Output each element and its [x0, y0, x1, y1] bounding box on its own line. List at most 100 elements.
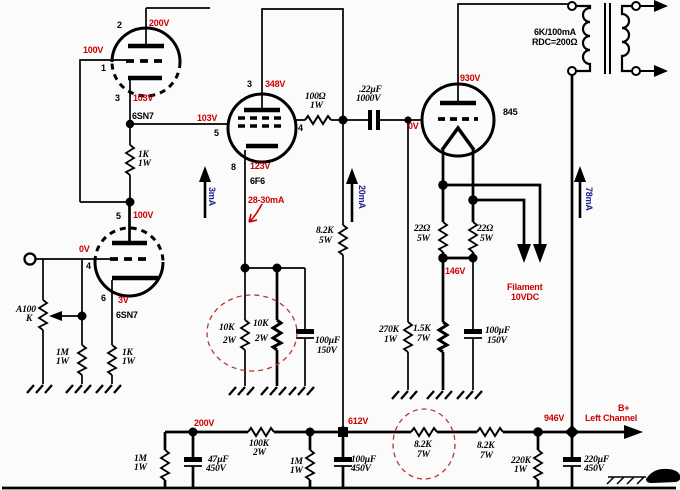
r1md-value: 1M: [290, 457, 303, 467]
c22-volt: 1000V: [356, 94, 381, 104]
pin-8-6f6: 8: [231, 162, 236, 172]
r1mc-watt: 1W: [134, 463, 147, 473]
pin-1: 1: [101, 63, 106, 73]
transformer-spec-2: RDC=200Ω: [532, 37, 578, 47]
r100-watt: 1W: [310, 101, 323, 111]
bplus-label: B+: [618, 403, 630, 413]
red-annotations: [206, 203, 456, 480]
r22a-watt: 5W: [417, 234, 430, 244]
voltage-cath1: 103V: [133, 93, 154, 103]
tube-label-6sn7b: 6SN7: [116, 310, 138, 320]
transformer-spec-1: 6K/100mA: [534, 27, 576, 37]
current-20ma: 20mA: [357, 185, 367, 209]
r1kb-watt: 1W: [122, 357, 135, 367]
voltage-cath-6f6: 123V: [250, 161, 271, 171]
r100k-watt: 2W: [253, 448, 266, 458]
r8k2a-watt: 7W: [417, 450, 430, 460]
r8k2mid-watt: 5W: [319, 236, 332, 246]
capacitors: [184, 110, 581, 467]
junction-dots: [77, 115, 579, 439]
mouse-doodle: [606, 468, 680, 485]
pin-6b: 6: [101, 293, 106, 303]
c47-value: 47µF: [208, 455, 229, 465]
resistors: [38, 115, 543, 481]
c100b-volt: 450V: [351, 464, 371, 474]
voltage-b200: 200V: [194, 418, 215, 428]
voltage-cath2: 3V: [118, 295, 129, 305]
tube-845: [420, 82, 496, 158]
tube-6sn7-upper: [110, 26, 182, 98]
signal-wires: [36, 3, 568, 426]
c47-volt: 450V: [206, 464, 226, 474]
c220-value: 220µF: [584, 455, 610, 465]
voltage-plate-6f6: 348V: [265, 79, 286, 89]
channel-label: Left Channel: [585, 413, 638, 423]
r1mc-value: 1M: [134, 454, 147, 464]
r22b-watt: 5W: [480, 234, 493, 244]
r1k5-watt: 7W: [417, 334, 430, 344]
filament-label-1: Filament: [507, 282, 543, 292]
pin-2: 2: [117, 20, 122, 30]
r8k2b-value: 8.2K: [477, 441, 495, 451]
ground-symbols: [25, 383, 484, 401]
voltage-grid2: 0V: [79, 244, 90, 254]
r10kb-watt: 2W: [255, 334, 268, 344]
c220-volt: 450V: [584, 464, 604, 474]
tube-6f6: [226, 92, 298, 164]
voltage-b612: 612V: [348, 416, 369, 426]
r10ka-value: 10K: [219, 323, 235, 333]
voltage-grid-845: 0V: [408, 121, 419, 131]
tube-6sn7-lower: [93, 202, 165, 298]
pin-4-6f6: 4: [298, 123, 303, 133]
pin-3: 3: [115, 93, 120, 103]
pin-3-6f6: 3: [247, 79, 252, 89]
c100mid-volt: 150V: [317, 346, 337, 356]
pot-taper: K: [26, 314, 33, 324]
r10kb-value: 10K: [253, 319, 269, 329]
c100mid-value: 100µF: [315, 336, 341, 346]
r1ma-watt: 1W: [56, 357, 69, 367]
voltage-grid1: 100V: [83, 45, 104, 55]
output-transformer: [567, 0, 668, 77]
pot-value: A100: [16, 305, 36, 315]
r8k2mid-value: 8.2K: [316, 226, 334, 236]
c22-value: .22µF: [359, 85, 382, 95]
tube-label-6sn7a: 6SN7: [132, 111, 154, 121]
pin-4b: 4: [86, 261, 91, 271]
r22b-value: 22Ω: [477, 224, 493, 234]
r1ka-value: 1K: [138, 150, 149, 160]
r100-value: 100Ω: [305, 92, 326, 102]
pin-5-6f6: 5: [214, 128, 219, 138]
r22a-value: 22Ω: [414, 224, 430, 234]
r1k5-value: 1.5K: [413, 324, 431, 334]
r1kb-value: 1K: [122, 348, 133, 358]
voltage-b946: 946V: [544, 413, 565, 423]
c100fil-value: 100µF: [485, 326, 511, 336]
current-3ma: 3mA: [207, 187, 217, 206]
current-arrows: [199, 166, 643, 439]
power-wires: [2, 75, 676, 490]
voltage-cath-845: 146V: [445, 266, 466, 276]
r100k-value: 100K: [249, 439, 269, 449]
input-jack: [23, 252, 37, 266]
voltage-plate2: 100V: [133, 210, 154, 220]
r10ka-watt: 2W: [223, 336, 236, 346]
r8k2b-watt: 7W: [480, 451, 493, 461]
r8k2a-value: 8.2K: [414, 440, 432, 450]
r1ka-watt: 1W: [138, 159, 151, 169]
pot-wiper-arrow: [49, 311, 62, 321]
c100b-value: 100µF: [351, 455, 377, 465]
r270k-watt: 1W: [384, 335, 397, 345]
r270k-value: 270K: [379, 325, 399, 335]
r220k-watt: 1W: [514, 465, 527, 475]
pin-5b: 5: [116, 211, 121, 221]
r1ma-value: 1M: [56, 348, 69, 358]
tube-label-845: 845: [503, 107, 518, 117]
voltage-grid-6f6: 103V: [197, 113, 218, 123]
r220k-value: 220K: [511, 456, 531, 466]
voltage-plate-845: 930V: [460, 73, 481, 83]
current-bias-6f6: 28-30mA: [248, 195, 285, 205]
c100fil-volt: 150V: [487, 336, 507, 346]
